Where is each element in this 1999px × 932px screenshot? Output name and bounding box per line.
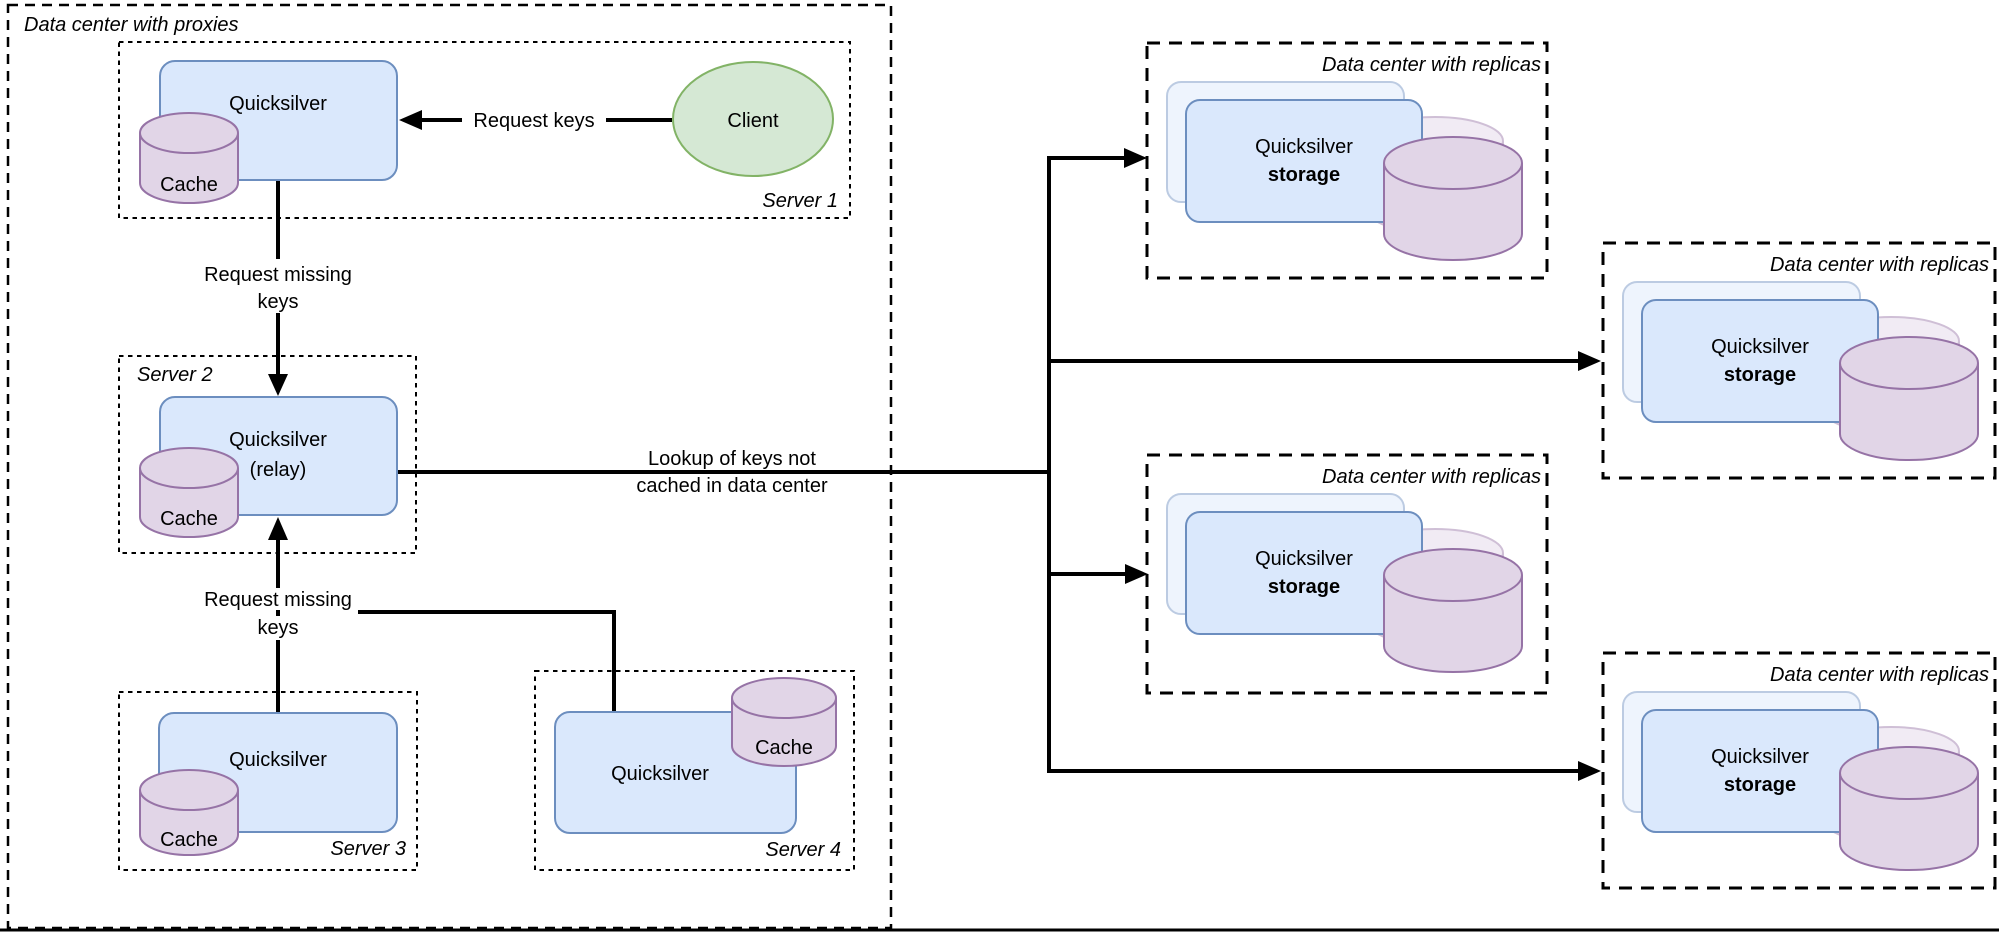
trunk-line — [1047, 156, 1578, 773]
proxies-region-label: Data center with proxies — [24, 14, 239, 36]
server1-label: Server 1 — [762, 190, 838, 212]
edge-label-bg — [196, 588, 360, 610]
server4-label: Server 4 — [765, 839, 841, 861]
edge-server4-to-server2 — [358, 610, 616, 712]
cylinder-top — [139, 447, 239, 489]
edge-label-request-keys: Request keys — [473, 110, 594, 132]
storage-label-line2: storage — [1268, 576, 1340, 598]
cylinder-top — [139, 769, 239, 811]
cylinder-top — [1383, 136, 1523, 190]
arrowhead-right-icon — [1124, 148, 1147, 168]
cylinder-body — [1383, 163, 1523, 261]
replica1-label: Data center with replicas — [1322, 54, 1541, 76]
edge-relay-to-replicas: Lookup of keys not cached in data center — [397, 448, 1049, 497]
storage-cylinder — [1839, 746, 1979, 871]
server2-quicksilver-label: Quicksilver — [229, 429, 327, 451]
cylinder-top — [1839, 336, 1979, 390]
edge-label-lookup-line1: Lookup of keys not — [648, 448, 816, 470]
replica2-border — [1601, 241, 1997, 480]
replica-fanout-trunk — [1047, 148, 1601, 781]
server2-cache-label: Cache — [160, 508, 218, 530]
replica1-border — [1145, 41, 1549, 280]
edge-label-keys: keys — [257, 291, 298, 313]
server1-cache-cylinder: Cache — [139, 112, 239, 204]
replica3-label: Data center with replicas — [1322, 466, 1541, 488]
edge-label-request-missing: Request missing — [204, 589, 352, 611]
replica4-label: Data center with replicas — [1770, 664, 1989, 686]
edge-label-lookup-line2: cached in data center — [636, 475, 828, 497]
server4-cache-cylinder: Cache — [731, 677, 837, 767]
storage-label-line2: storage — [1724, 774, 1796, 796]
storage-cylinder — [1383, 136, 1523, 261]
server3-cache-cylinder: Cache — [139, 769, 239, 856]
arrowhead-down-icon — [268, 374, 288, 396]
proxies-region-border — [6, 3, 893, 930]
server4-quicksilver-label: Quicksilver — [611, 763, 709, 785]
arrowhead-right-icon — [1125, 564, 1148, 584]
cylinder-top — [731, 677, 837, 719]
client-label: Client — [727, 110, 779, 132]
client-node — [672, 61, 834, 177]
server1-border — [118, 41, 851, 219]
edge-label-bg — [192, 259, 364, 313]
cylinder-top — [1839, 746, 1979, 800]
server4-border — [534, 670, 855, 871]
server3-label: Server 3 — [330, 838, 406, 860]
edge-server3-to-server2: Request missing keys — [196, 517, 360, 713]
cylinder-body — [1839, 363, 1979, 461]
edge-label-bg — [462, 106, 606, 133]
storage-cylinder — [1383, 548, 1523, 673]
server4-group: Quicksilver Cache Server 4 — [534, 670, 855, 871]
replica-datacenter-3: Data center with replicas Quicksilver st… — [1145, 453, 1549, 695]
storage-label-line1: Quicksilver — [1255, 136, 1353, 158]
cylinder-top — [139, 112, 239, 154]
cylinder-body — [1383, 575, 1523, 673]
server3-border — [118, 691, 418, 871]
storage-label-line1: Quicksilver — [1255, 548, 1353, 570]
storage-cylinder — [1839, 336, 1979, 461]
replica-datacenter-2: Data center with replicas Quicksilver st… — [1601, 241, 1997, 480]
edge-label-keys: keys — [257, 617, 298, 639]
edge-server1-to-server2: Request missing keys — [192, 180, 364, 396]
storage-label-line2: storage — [1724, 364, 1796, 386]
storage-label-line2: storage — [1268, 164, 1340, 186]
edge-label-request-missing: Request missing — [204, 264, 352, 286]
cylinder-top — [1383, 548, 1523, 602]
server3-cache-label: Cache — [160, 829, 218, 851]
arrowhead-right-icon — [1578, 351, 1601, 371]
server2-cache-cylinder: Cache — [139, 447, 239, 538]
proxies-datacenter-region: Data center with proxies — [6, 3, 893, 930]
server2-border — [118, 355, 417, 554]
replica3-border — [1145, 453, 1549, 695]
replica-datacenter-4: Data center with replicas Quicksilver st… — [1601, 651, 1997, 890]
server3-group: Quicksilver Cache Server 3 — [118, 691, 418, 871]
cylinder-body — [1839, 773, 1979, 871]
replica2-label: Data center with replicas — [1770, 254, 1989, 276]
replica4-border — [1601, 651, 1997, 890]
server4-cache-label: Cache — [755, 737, 813, 759]
server1-quicksilver-label: Quicksilver — [229, 93, 327, 115]
arrowhead-right-icon — [1578, 761, 1601, 781]
storage-label-line1: Quicksilver — [1711, 746, 1809, 768]
edge-label-bg — [252, 616, 304, 640]
server2-label: Server 2 — [137, 364, 213, 386]
server3-quicksilver-label: Quicksilver — [229, 749, 327, 771]
replica-datacenter-1: Data center with replicas Quicksilver st… — [1145, 41, 1549, 280]
server2-relay-label: (relay) — [250, 459, 307, 481]
edge-client-to-quicksilver: Request keys — [399, 106, 672, 133]
server1-cache-label: Cache — [160, 174, 218, 196]
server2-group: Server 2 Quicksilver (relay) Cache — [118, 355, 417, 554]
storage-label-line1: Quicksilver — [1711, 336, 1809, 358]
arrowhead-up-icon — [268, 517, 288, 540]
arrowhead-left-icon — [399, 110, 422, 130]
server1-group: Quicksilver Cache Client Server 1 — [118, 41, 851, 219]
